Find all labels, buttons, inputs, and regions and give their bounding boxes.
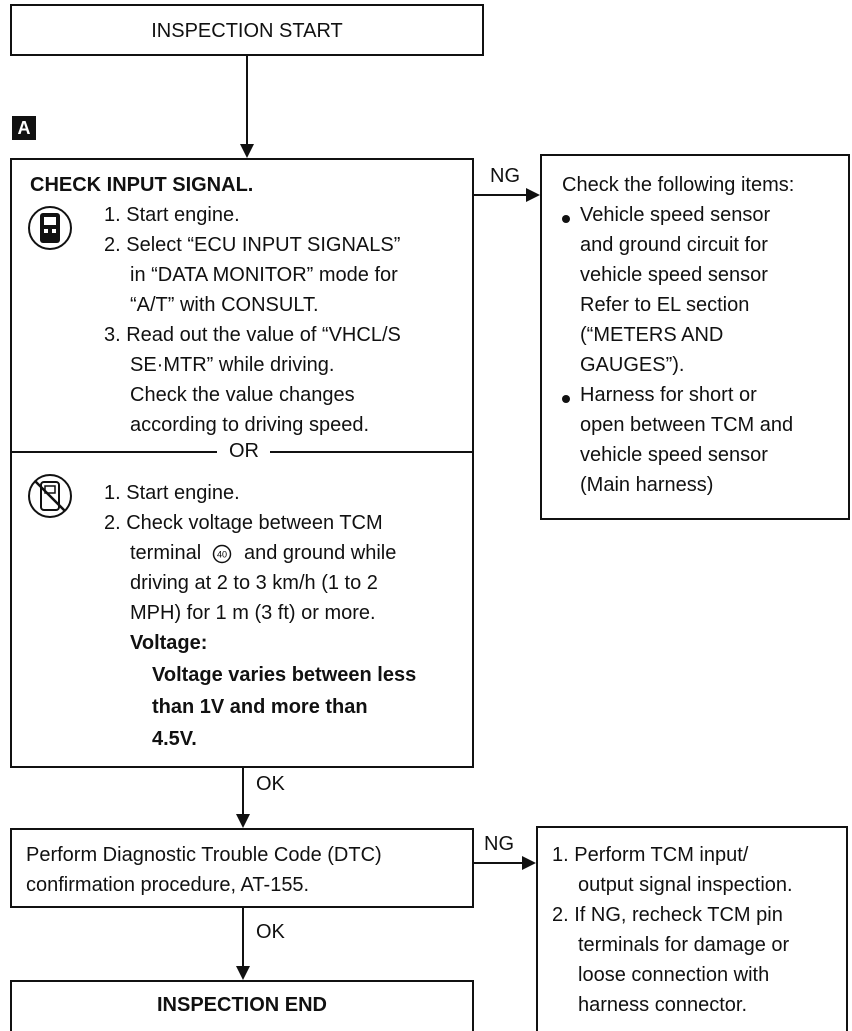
connector-ok2 [242, 908, 244, 968]
manual-step-2-ground: and ground while [244, 542, 397, 564]
dtc-procedure-box: Perform Diagnostic Trouble Code (DTC) co… [10, 828, 474, 908]
terminal-40-icon: 40 [212, 544, 232, 564]
manual-step-2-terminal: terminal [130, 542, 202, 564]
ng2-line: 2. If NG, recheck TCM pin [552, 904, 783, 926]
manual-step-1: 1. Start engine. [104, 482, 240, 504]
voltage-label: Voltage: [130, 632, 208, 654]
consult-step-2-cont: in “DATA MONITOR” mode for [130, 264, 398, 286]
manual-step-2-cont: MPH) for 1 m (3 ft) or more. [130, 602, 376, 624]
ng2-line: terminals for damage or [578, 934, 790, 956]
ng1-item1-line: vehicle speed sensor [580, 264, 768, 286]
ng1-items-box: Check the following items: Vehicle speed… [540, 154, 850, 520]
connector-ng2 [474, 862, 524, 864]
ng1-label: NG [490, 165, 520, 187]
voltage-spec-line: Voltage varies between less [152, 664, 417, 686]
consult-step-2: 2. Select “ECU INPUT SIGNALS” [104, 234, 401, 256]
voltage-spec-line: than 1V and more than [152, 696, 368, 718]
ng1-item2-line: (Main harness) [580, 474, 714, 496]
consult-step-2-cont: “A/T” with CONSULT. [130, 294, 319, 316]
arrowhead-ok1 [236, 814, 250, 828]
check-input-signal-box: CHECK INPUT SIGNAL. 1. Start engine. 2. … [10, 158, 474, 768]
ok2-label: OK [256, 921, 285, 943]
or-divider-right [270, 451, 474, 453]
dtc-line: Perform Diagnostic Trouble Code (DTC) [26, 844, 382, 866]
ng2-line: loose connection with [578, 964, 770, 986]
ng2-tcm-box: 1. Perform TCM input/ output signal insp… [536, 826, 848, 1031]
ng1-item1-line: (“METERS AND [580, 324, 724, 346]
check-title: CHECK INPUT SIGNAL. [30, 174, 254, 196]
ng2-line: output signal inspection. [578, 874, 793, 896]
ng1-item1-line: and ground circuit for [580, 234, 768, 256]
ng2-label: NG [484, 833, 514, 855]
terminal-number: 40 [217, 550, 227, 560]
arrowhead-start-check [240, 144, 254, 158]
ng1-item2-line: open between TCM and [580, 414, 794, 436]
consult-tester-icon [28, 206, 72, 250]
arrowhead-ng1 [526, 188, 540, 202]
no-consult-tester-icon [28, 474, 72, 518]
consult-step-1: 1. Start engine. [104, 204, 240, 226]
inspection-start-label: INSPECTION START [151, 20, 343, 42]
ng1-item1-line: Vehicle speed sensor [580, 204, 771, 226]
consult-step-3: 3. Read out the value of “VHCL/S [104, 324, 401, 346]
or-divider-left [12, 451, 217, 453]
connector-ng1 [474, 194, 528, 196]
manual-step-2: 2. Check voltage between TCM [104, 512, 383, 534]
ok1-label: OK [256, 773, 285, 795]
bullet-icon [562, 395, 570, 403]
consult-step-3-cont: SE·MTR” while driving. [130, 354, 335, 376]
ng1-title: Check the following items: [562, 174, 795, 196]
ng1-item1-line: GAUGES”). [580, 354, 685, 376]
ng1-item2-line: Harness for short or [580, 384, 757, 406]
inspection-end-label: INSPECTION END [156, 994, 328, 1016]
arrowhead-ng2 [522, 856, 536, 870]
ng1-item2-line: vehicle speed sensor [580, 444, 768, 466]
or-label: OR [229, 440, 259, 462]
inspection-end-box: INSPECTION END [10, 980, 474, 1031]
manual-step-2-cont: driving at 2 to 3 km/h (1 to 2 [130, 572, 378, 594]
arrowhead-ok2 [236, 966, 250, 980]
connector-start-check [246, 56, 248, 146]
connector-ok1 [242, 768, 244, 816]
bullet-icon [562, 215, 570, 223]
consult-step-3-cont: according to driving speed. [130, 414, 370, 436]
step-tag: A [12, 116, 36, 140]
dtc-line: confirmation procedure, AT-155. [26, 874, 310, 896]
consult-step-3-cont: Check the value changes [130, 384, 355, 406]
voltage-spec-line: 4.5V. [152, 728, 197, 750]
inspection-start-box: INSPECTION START [10, 4, 484, 56]
ng2-line: harness connector. [578, 994, 747, 1016]
ng2-line: 1. Perform TCM input/ [552, 844, 749, 866]
ng1-item1-line: Refer to EL section [580, 294, 750, 316]
